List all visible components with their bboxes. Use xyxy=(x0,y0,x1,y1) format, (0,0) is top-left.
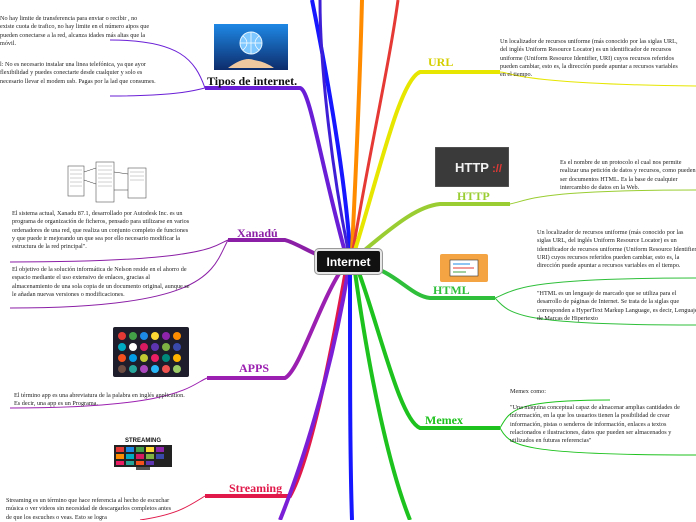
node-memex[interactable]: Memex xyxy=(425,413,463,427)
url-text-1: Un localizador de recursos uniforme (más… xyxy=(500,38,678,79)
branch-tipos xyxy=(205,86,347,253)
streaming-screen-icon: STREAMING xyxy=(106,435,180,473)
xanadu-text-1: El sistema actual, Xanadu 87.1, desarrol… xyxy=(12,210,190,251)
branch-top-blue xyxy=(310,0,352,251)
http-text-1: Es el nombre de un protocolo el cual nos… xyxy=(560,159,696,191)
node-apps[interactable]: APPS xyxy=(239,361,269,375)
xanadu-text-2: El objetivo de la solución informática d… xyxy=(12,266,190,298)
apps-text-1: El término app es una abreviatura de la … xyxy=(14,392,185,408)
branch-top-red xyxy=(351,0,400,251)
memex-text-1: Memex como: xyxy=(510,388,546,395)
central-topic-label: Internet xyxy=(326,254,371,269)
branch-bottom-blue xyxy=(348,271,354,520)
branch-url-sub1 xyxy=(499,71,696,87)
svg-text:STREAMING: STREAMING xyxy=(125,438,161,444)
globe-hand-icon xyxy=(214,24,288,70)
html-code-icon xyxy=(440,254,488,282)
node-tipos-de-internet[interactable]: Tipos de internet. xyxy=(207,74,298,88)
central-topic[interactable]: Internet xyxy=(315,249,382,274)
branch-top-purple xyxy=(318,0,350,251)
branch-tipos-sub1 xyxy=(109,39,206,89)
branch-memex-sub1 xyxy=(499,399,611,429)
svg-text:HTTP: HTTP xyxy=(455,160,489,175)
html-text-1: Un localizador de recursos uniforme (más… xyxy=(537,229,696,270)
node-streaming[interactable]: Streaming xyxy=(229,481,283,495)
branch-tipos-sub2 xyxy=(109,87,206,97)
branch-bottom-green xyxy=(353,271,412,520)
html-text-2: "HTML es un lenguaje de marcado que se u… xyxy=(537,290,696,322)
branch-memex-sub2 xyxy=(499,427,696,456)
tipos-text-1: No hay limite de transferencia para envi… xyxy=(0,15,150,47)
branch-apps xyxy=(207,264,346,380)
branch-xanadu-sub2 xyxy=(9,239,229,309)
node-xanadu[interactable]: Xanadú xyxy=(237,226,278,240)
node-http[interactable]: HTTP xyxy=(457,189,490,203)
branch-url xyxy=(353,70,500,251)
svg-text:://: :// xyxy=(492,163,502,175)
branch-top-orange xyxy=(350,0,364,251)
branch-http xyxy=(358,202,510,256)
memex-text-2: "Una máquina conceptual capaz de almacen… xyxy=(510,404,680,445)
branch-http-sub1 xyxy=(509,189,696,205)
branch-html-sub2 xyxy=(494,297,696,326)
branch-apps-sub1 xyxy=(9,377,208,409)
branch-streaming-sub1 xyxy=(139,495,206,520)
tipos-text-2: l: No es necesario instalar una linea te… xyxy=(0,61,156,85)
branch-html-sub1 xyxy=(494,277,696,299)
http-banner-icon: HTTP :// xyxy=(434,146,510,188)
streaming-text-1: Streaming es un término que hace referen… xyxy=(6,497,172,521)
app-grid-icon xyxy=(113,327,189,377)
branch-xanadu-sub1 xyxy=(9,239,229,263)
document-links-diagram xyxy=(66,160,150,206)
node-html[interactable]: HTML xyxy=(433,283,470,297)
branch-bottom-purple xyxy=(278,271,350,520)
node-url[interactable]: URL xyxy=(428,55,454,69)
branch-memex xyxy=(356,269,500,430)
